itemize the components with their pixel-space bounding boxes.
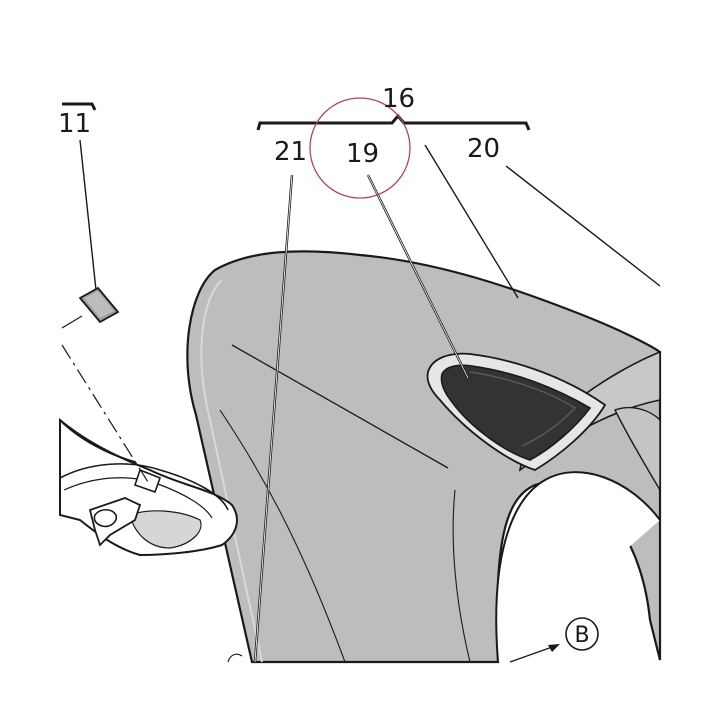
mounting-clip (93, 508, 118, 528)
seat-cover-body (186, 250, 662, 664)
small-pad-11 (78, 286, 120, 324)
left-assembly-shadow (129, 510, 202, 549)
seat-cover-opening-rim (495, 471, 661, 663)
bracket-16 (256, 113, 531, 131)
left-assembly (59, 417, 238, 557)
seat-cover-shape (186, 250, 662, 664)
small-pad-face (84, 291, 114, 318)
seat-cover-crease (231, 344, 449, 469)
assembly-center-line (61, 344, 149, 483)
leader-11 (79, 139, 97, 291)
view-marker-b: B (565, 617, 599, 651)
leader-lines (61, 139, 661, 663)
highlight-circle (309, 97, 411, 199)
leader-19-halo (367, 174, 469, 379)
left-assembly-upper-edge (59, 419, 136, 463)
pad-insert-inner-edge (469, 371, 577, 447)
leader-20 (505, 165, 661, 287)
callout-21: 21 (274, 137, 307, 167)
callout-11: 11 (58, 109, 91, 139)
assembly-tick (61, 315, 83, 329)
seat-cover-lower-crease (219, 409, 346, 663)
leader-20-edge (424, 144, 519, 299)
recessed-pad-19 (426, 352, 607, 471)
view-marker-label: B (574, 623, 589, 648)
left-assembly-rim (59, 463, 229, 511)
view-marker-circle (565, 617, 599, 651)
view-b-arrowhead (548, 644, 560, 652)
pad-insert (440, 364, 592, 461)
seat-cover-ridge (452, 489, 471, 663)
leader-21-halo (254, 174, 293, 663)
bottom-left-mark (227, 653, 243, 663)
callout-19: 19 (346, 139, 379, 169)
seat-cover-right-flange (614, 406, 661, 493)
seat-cover-inner-edge (200, 279, 263, 663)
callout-16: 16 (382, 84, 415, 114)
callout-20: 20 (467, 134, 500, 164)
bracket-11 (62, 102, 97, 111)
view-b-arrow-line (509, 645, 556, 663)
group-brackets (62, 102, 531, 131)
